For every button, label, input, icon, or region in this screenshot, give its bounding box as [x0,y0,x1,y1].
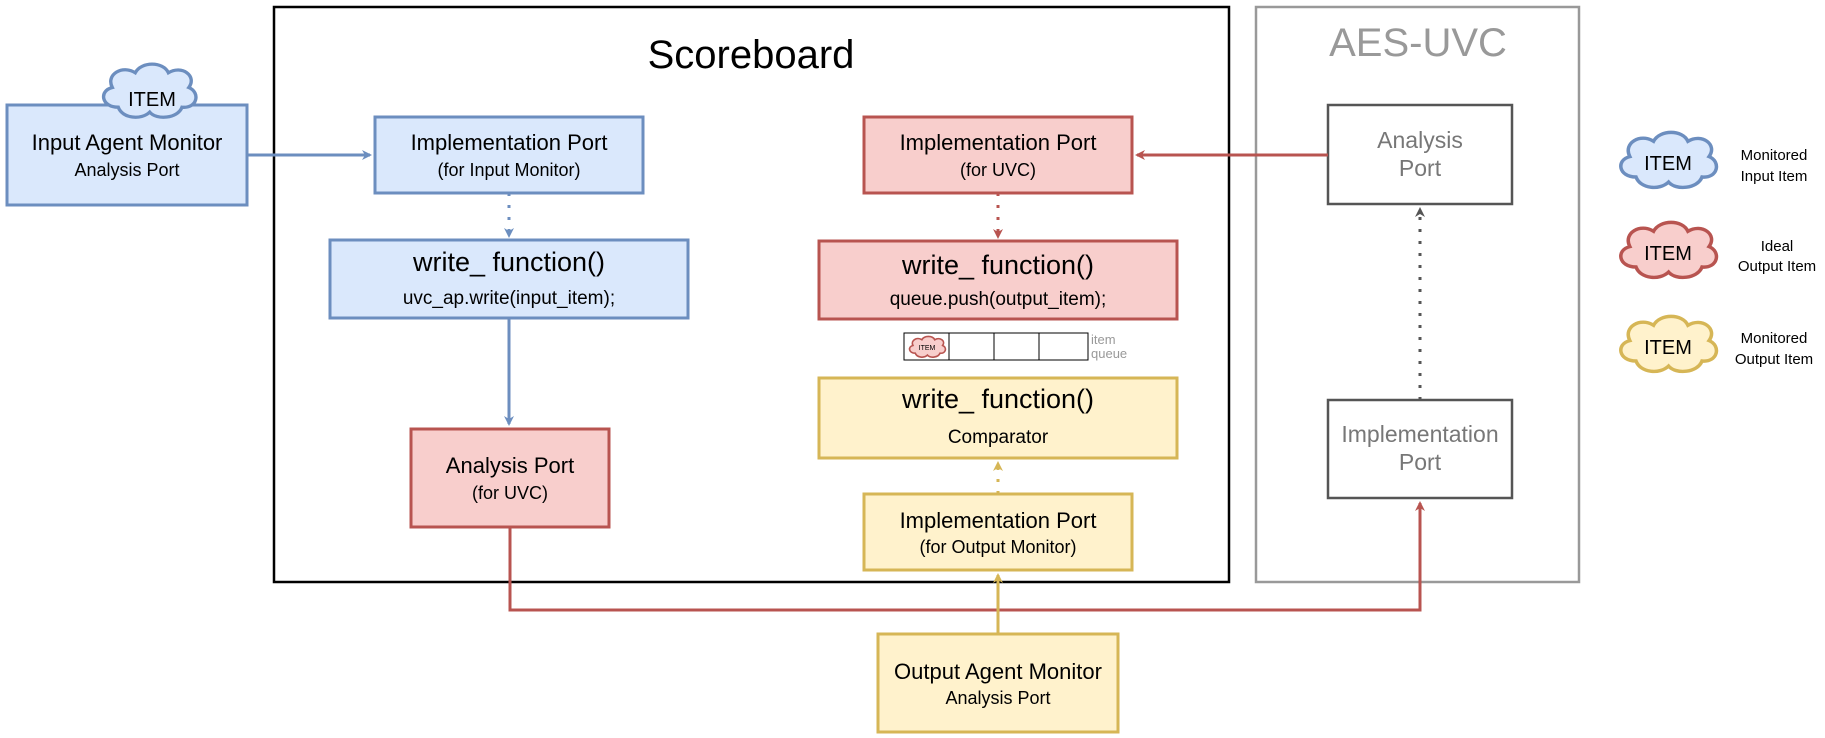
impl-port-input-monitor-title: Implementation Port [411,130,608,155]
queue-label-line1: item [1091,332,1116,347]
write-function-input [328,238,690,320]
legend-input-line1: Monitored [1741,147,1808,164]
legend-cloud-input-label: ITEM [1644,153,1692,175]
impl-port-output-monitor-sub: (for Output Monitor) [919,537,1076,557]
impl-port-uvc [862,115,1134,195]
queue-item-cloud-label: ITEM [919,345,936,352]
impl-port-uvc-sub: (for UVC) [960,160,1036,180]
analysis-port-for-uvc [409,427,611,529]
input-item-cloud-label: ITEM [128,89,176,111]
output-agent-monitor [876,632,1120,734]
input-agent-monitor-sub: Analysis Port [74,160,179,180]
impl-port-input-monitor-sub: (for Input Monitor) [437,160,580,180]
write-function-comparator-title: write_ function() [901,384,1094,414]
legend-monitored-output-line2: Output Item [1735,351,1813,368]
uvc-implementation-port-line1: Implementation [1341,421,1498,447]
write-function-comparator [817,376,1179,460]
impl-port-output-monitor [862,492,1134,572]
item-queue [903,332,1089,361]
edge-analysis-to-uvc-impl [508,501,1425,612]
legend-ideal-line1: Ideal [1761,238,1794,255]
impl-port-input-monitor [373,115,645,195]
legend-cloud-ideal-label: ITEM [1644,243,1692,265]
impl-port-output-monitor-title: Implementation Port [900,508,1097,533]
analysis-port-for-uvc-title: Analysis Port [446,453,574,478]
uvc-implementation-port-line2: Port [1399,449,1442,475]
input-agent-monitor-title: Input Agent Monitor [32,130,223,155]
uvc-analysis-port-line1: Analysis [1377,127,1463,153]
aes-uvc-frame [1254,5,1581,584]
output-agent-monitor-title: Output Agent Monitor [894,659,1102,684]
impl-port-uvc-title: Implementation Port [900,130,1097,155]
scoreboard-frame [272,5,1231,584]
scoreboard-title: Scoreboard [648,33,855,77]
legend-input-line2: Input Item [1741,168,1808,185]
legend-ideal-line2: Output Item [1738,258,1816,275]
write-function-queue-sub: queue.push(output_item); [890,289,1107,310]
analysis-port-for-uvc-sub: (for UVC) [472,483,548,503]
aes-uvc-title: AES-UVC [1329,21,1507,65]
write-function-input-title: write_ function() [412,247,605,277]
write-function-comparator-sub: Comparator [948,427,1049,448]
write-function-queue [817,239,1179,321]
input-agent-monitor [5,103,249,207]
write-function-input-sub: uvc_ap.write(input_item); [403,288,615,309]
legend-monitored-output-line1: Monitored [1741,330,1808,347]
uvc-implementation-port [1326,398,1514,500]
output-agent-monitor-sub: Analysis Port [945,688,1050,708]
uvc-analysis-port-line2: Port [1399,155,1442,181]
queue-label-line2: queue [1091,346,1127,361]
write-function-queue-title: write_ function() [901,250,1094,280]
legend-cloud-monitored-output-label: ITEM [1644,337,1692,359]
